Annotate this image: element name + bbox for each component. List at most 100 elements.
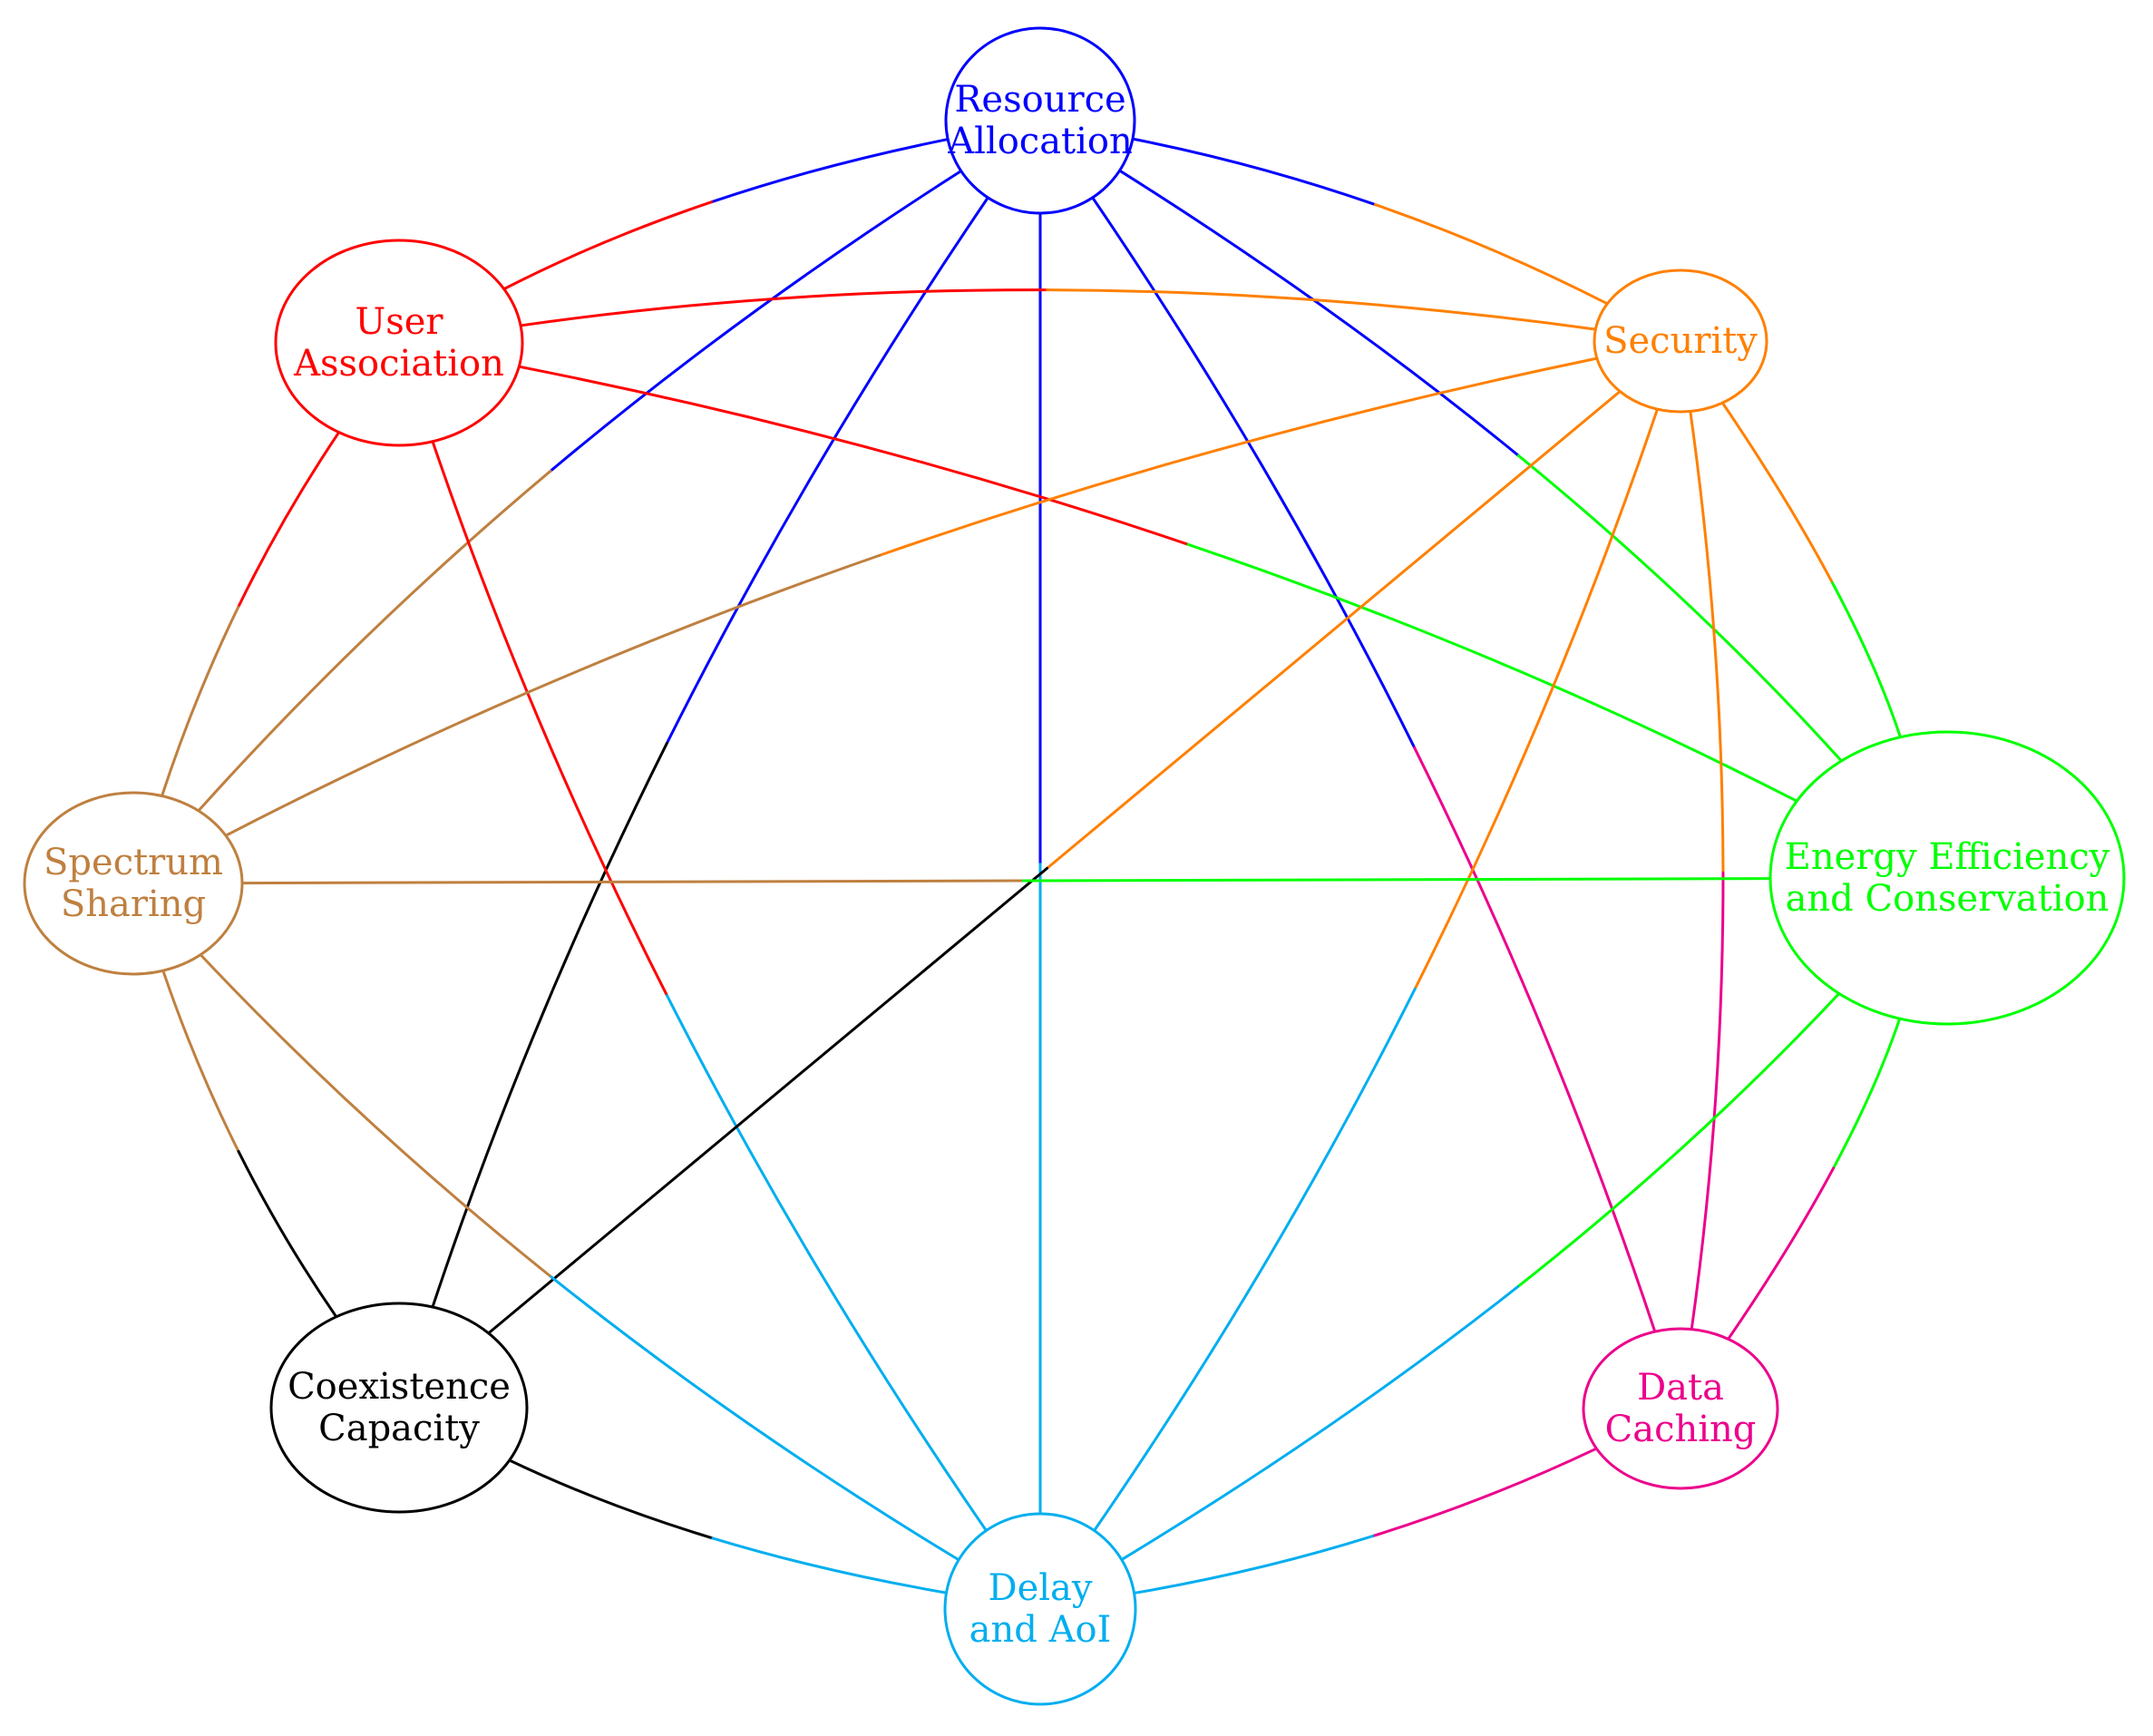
edge-segment-security [1045, 390, 1622, 870]
node-label-line: Energy Efficiency [1785, 836, 2110, 878]
edge-segment-user_association [517, 365, 1190, 546]
edge-segment-spectrum_sharing [199, 953, 553, 1279]
edge-segment-data_caching [1690, 871, 1725, 1331]
edge-segment-resource_allocation [1118, 169, 1520, 457]
node-ellipse [269, 1302, 529, 1514]
edge-segment-coexistence_capacity [487, 866, 1048, 1335]
edge-segment-resource_allocation [1131, 137, 1377, 207]
edge-spectrum_sharing-delay_aoi [199, 953, 960, 1562]
edge-spectrum_sharing-energy_efficiency [240, 877, 1772, 885]
edge-segment-data_caching [1727, 1166, 1836, 1341]
edge-user_association-security [519, 288, 1597, 331]
edge-segment-energy_efficiency [1021, 877, 1772, 883]
node-label-line: Spectrum [44, 842, 223, 883]
edge-segment-data_caching [1413, 746, 1657, 1333]
edge-segment-energy_efficiency [1516, 454, 1843, 763]
node-ellipse [1768, 730, 2126, 1026]
node-label-line: Association [293, 343, 504, 385]
edge-segment-delay_aoi [711, 1536, 949, 1595]
edge-security-spectrum_sharing [224, 356, 1599, 837]
node-label-line: Coexistence [287, 1366, 511, 1408]
edge-segment-user_association [237, 431, 341, 609]
edge-resource_allocation-security [1131, 137, 1609, 306]
node-ellipse [274, 239, 524, 447]
edge-segment-spectrum_sharing [197, 469, 552, 813]
edge-segment-security [1720, 401, 1835, 585]
edge-segment-security [1689, 409, 1725, 874]
edge-segment-energy_efficiency [1831, 581, 1902, 739]
edge-segment-resource_allocation [549, 170, 963, 473]
edge-segment-delay_aoi [1093, 987, 1417, 1533]
edge-segment-energy_efficiency [1832, 1017, 1902, 1170]
edge-data_caching-delay_aoi [1133, 1447, 1598, 1595]
node-label-line: Resource [954, 79, 1125, 121]
node-ellipse [1582, 1327, 1779, 1490]
edge-segment-security [878, 356, 1599, 557]
edge-resource_allocation-coexistence_capacity [431, 196, 989, 1309]
edge-segment-spectrum_sharing [224, 553, 882, 837]
edge-segment-resource_allocation [1091, 196, 1417, 749]
node-ellipse [944, 26, 1136, 215]
edge-security-data_caching [1689, 409, 1725, 1331]
edge-segment-delay_aoi [550, 1275, 960, 1562]
edge-segment-spectrum_sharing [161, 969, 240, 1153]
edge-user_association-energy_efficiency [517, 365, 1798, 803]
edge-spectrum_sharing-coexistence_capacity [161, 969, 338, 1319]
node-label-line: Data [1637, 1367, 1724, 1409]
edge-resource_allocation-spectrum_sharing [197, 170, 963, 813]
node-label-line: and AoI [969, 1609, 1112, 1651]
edge-segment-data_caching [1371, 1447, 1598, 1538]
edge-segment-coexistence_capacity [508, 1458, 715, 1540]
node-label-line: User [355, 301, 443, 343]
edge-resource_allocation-energy_efficiency [1118, 169, 1843, 763]
node-ellipse [1593, 268, 1768, 414]
edge-segment-delay_aoi [666, 994, 988, 1532]
edge-resource_allocation-data_caching [1091, 196, 1657, 1333]
edge-user_association-spectrum_sharing [161, 431, 341, 798]
edge-segment-spectrum_sharing [240, 879, 1025, 885]
edge-segment-security [1373, 203, 1609, 306]
node-label-line: Delay [989, 1567, 1093, 1609]
edge-security-energy_efficiency [1720, 401, 1902, 739]
edge-segment-spectrum_sharing [161, 605, 240, 798]
edge-segment-coexistence_capacity [431, 741, 668, 1309]
edge-resource_allocation-user_association [502, 138, 950, 291]
edge-segment-user_association [431, 440, 669, 998]
edge-segment-security [1413, 407, 1659, 990]
edge-segment-user_association [519, 288, 1049, 327]
edge-segment-energy_efficiency [1516, 991, 1841, 1289]
node-ellipse [943, 1512, 1137, 1706]
edge-security-coexistence_capacity [487, 390, 1622, 1335]
edge-segment-resource_allocation [710, 138, 950, 204]
edges-layer [161, 137, 1902, 1595]
edge-segment-security [1046, 288, 1597, 331]
node-security: Security [1593, 268, 1768, 414]
node-label-line: Allocation [947, 121, 1133, 162]
edge-segment-user_association [502, 200, 714, 291]
edge-user_association-delay_aoi [431, 440, 988, 1532]
node-label-line: and Conservation [1786, 878, 2109, 920]
node-label-line: Capacity [318, 1408, 480, 1449]
edge-security-delay_aoi [1093, 407, 1659, 1533]
edge-segment-energy_efficiency [1186, 542, 1798, 803]
node-label-line: Security [1603, 320, 1758, 362]
edge-segment-delay_aoi [1133, 1535, 1375, 1595]
node-label-line: Caching [1605, 1409, 1757, 1450]
edge-segment-delay_aoi [1120, 1285, 1520, 1562]
edge-segment-resource_allocation [665, 196, 989, 745]
edge-segment-coexistence_capacity [237, 1149, 338, 1319]
node-ellipse [23, 791, 244, 976]
edge-energy_efficiency-data_caching [1727, 1017, 1902, 1341]
edge-energy_efficiency-delay_aoi [1120, 991, 1841, 1562]
node-label-line: Sharing [61, 883, 206, 925]
